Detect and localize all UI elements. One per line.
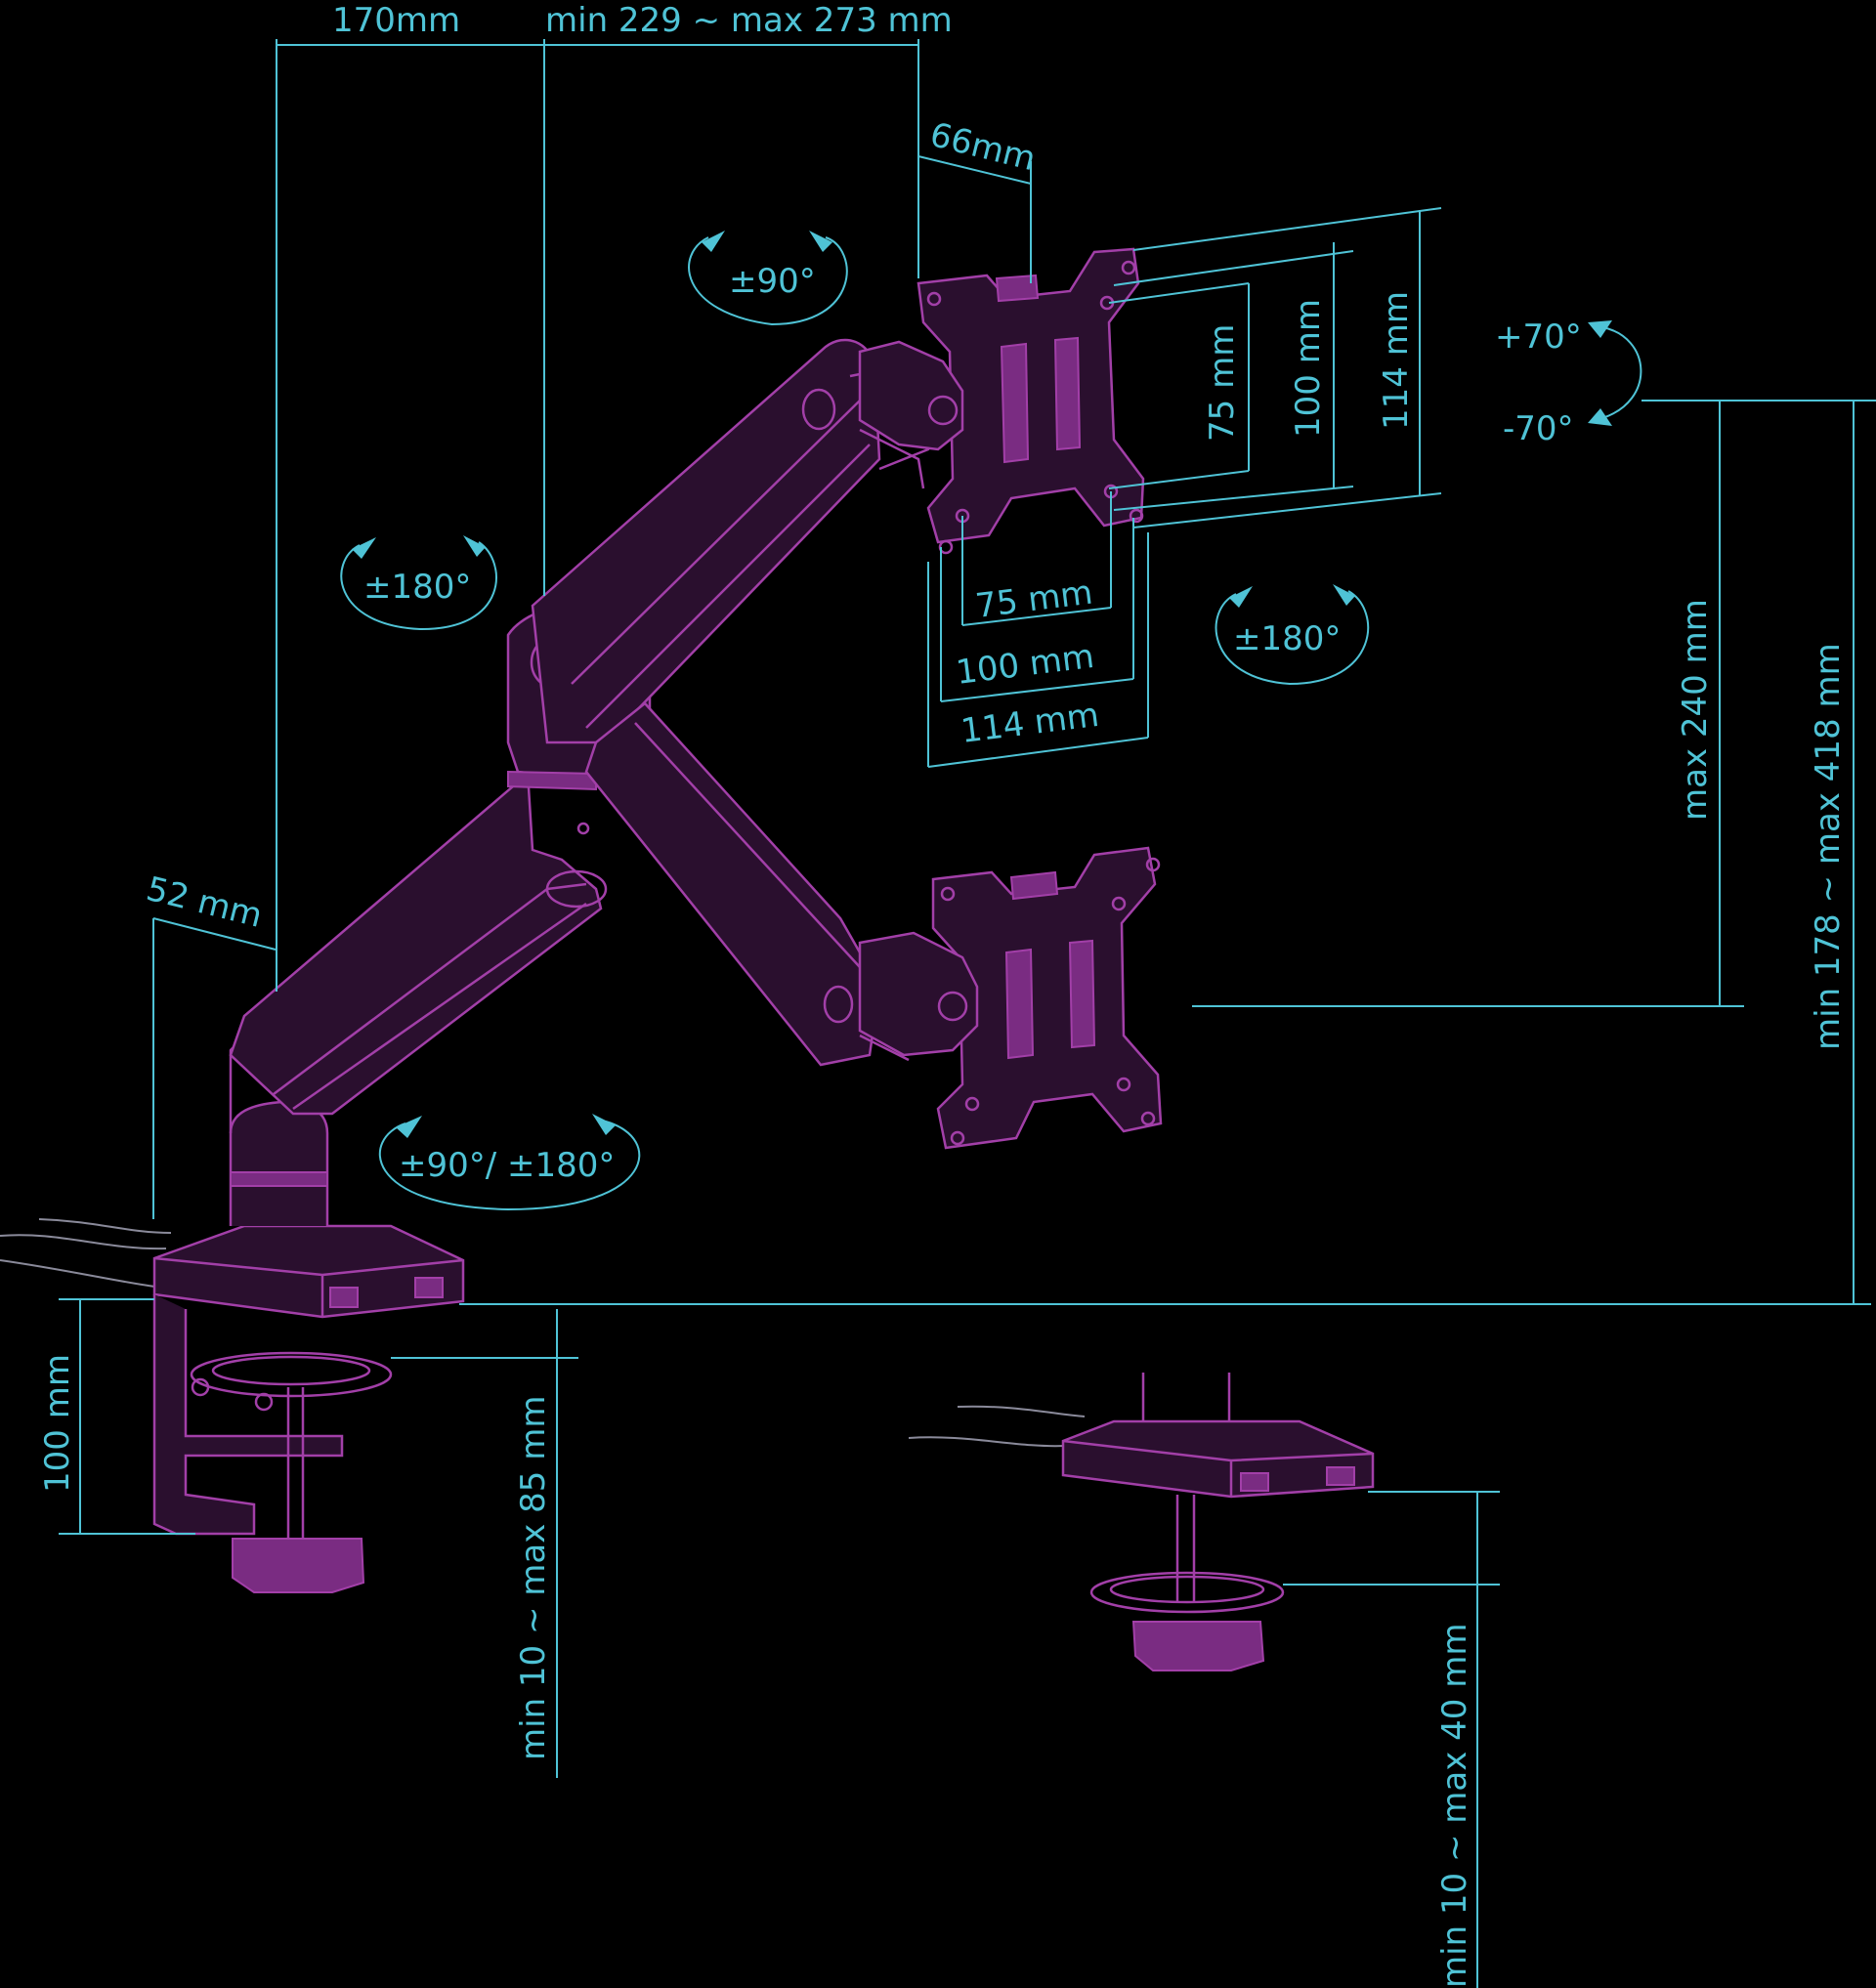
vesa-plate-top [917, 247, 1145, 555]
dimension-lines [59, 39, 1876, 1988]
label-grommet-range: min 10 ~ max 40 mm [1435, 1624, 1474, 1988]
label-tilt-up: +70° [1495, 317, 1582, 357]
label-head-tilt: ±90° [729, 262, 816, 301]
arrow-icon [809, 231, 832, 252]
arrow-icon [352, 537, 376, 559]
gas-spring-arm [584, 701, 881, 1067]
arrow-icon [702, 231, 725, 252]
rotation-arc [378, 1121, 641, 1211]
label-tilt-down: -70° [1503, 409, 1574, 448]
usb-port-icon [1240, 1472, 1269, 1492]
pole [229, 1004, 329, 1226]
vesa-plate-lower [931, 846, 1163, 1150]
arrow-icon [1229, 586, 1253, 608]
arrow-icon [463, 535, 486, 557]
usb-port-icon [414, 1277, 444, 1298]
label-vesa-v-114: 114 mm [1377, 291, 1416, 430]
usb-port-icon [1326, 1466, 1355, 1486]
arrow-icon [396, 1116, 422, 1138]
grommet-mount [1061, 1373, 1375, 1671]
label-base-offset: 170mm [332, 1, 460, 40]
label-plate-rotation: ±180° [1233, 619, 1341, 658]
label-total-height: min 178 ~ max 418 mm [1809, 643, 1848, 1050]
arrow-icon [1588, 408, 1612, 426]
arrow-icon [592, 1114, 616, 1135]
label-vesa-h-75: 75 mm [973, 573, 1094, 626]
arrow-icon [1333, 584, 1355, 606]
arrow-icon [1588, 320, 1612, 338]
label-base-rotation: ±90°/ ±180° [399, 1146, 615, 1185]
rotation-indicators [340, 231, 1642, 1211]
label-vesa-h-114: 114 mm [959, 696, 1101, 751]
clamp-base [152, 1224, 465, 1593]
lower-arm [229, 769, 608, 1116]
rotation-arc [1215, 590, 1369, 686]
label-clamp-range: min 10 ~ max 85 mm [514, 1396, 553, 1761]
top-head-bracket [858, 340, 964, 489]
label-arm-reach: min 229 ~ max 273 mm [545, 1, 953, 40]
label-vesa-v-75: 75 mm [1203, 324, 1242, 442]
label-elbow-swivel: ±180° [363, 568, 471, 607]
label-clamp-depth: 100 mm [38, 1354, 77, 1493]
lower-head-bracket [858, 931, 979, 1062]
rotation-arc [1601, 326, 1642, 419]
usb-port-icon [329, 1287, 359, 1308]
label-pole-width: 52 mm [143, 869, 266, 936]
monitor-arm-drawing [0, 247, 1375, 1671]
label-height-adjust: max 240 mm [1676, 599, 1715, 821]
label-vesa-v-100: 100 mm [1289, 299, 1328, 438]
label-vesa-h-100: 100 mm [954, 637, 1096, 693]
rotation-arc [688, 236, 848, 326]
cable-lines [0, 1218, 1086, 1448]
label-plate-depth: 66mm [926, 115, 1040, 179]
rotation-arc [340, 541, 497, 631]
